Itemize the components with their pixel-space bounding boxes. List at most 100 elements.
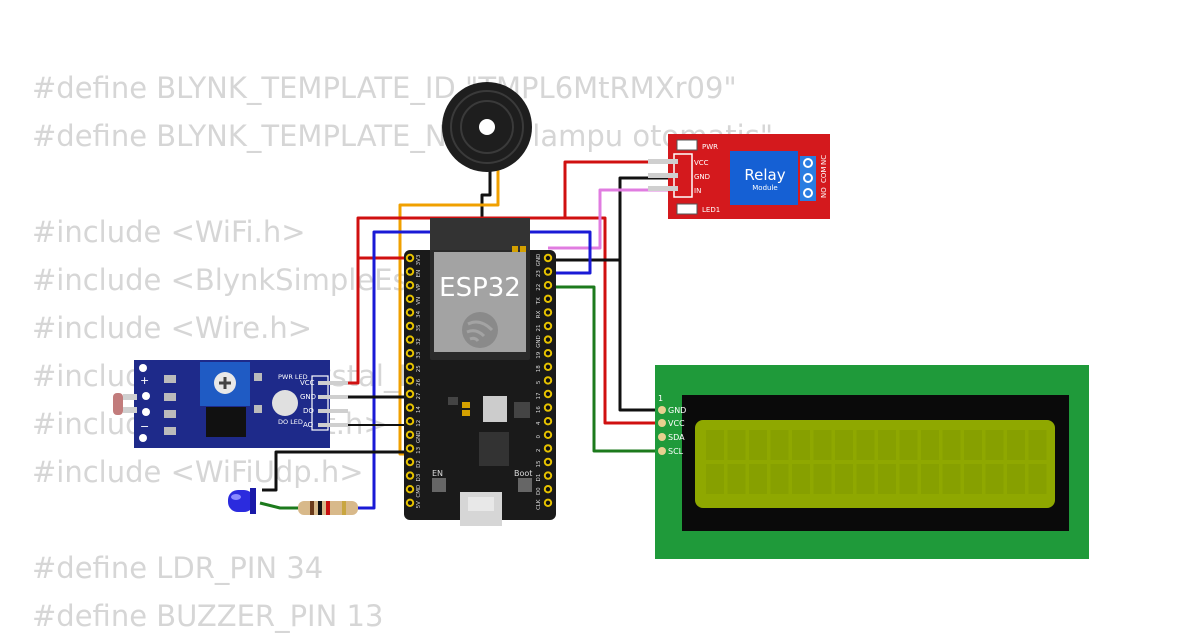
esp32-pin-label: 23	[536, 270, 542, 277]
relay-pin-in-label: IN	[694, 187, 701, 195]
relay-pwr-led	[676, 139, 698, 151]
esp32-pin-label: 27	[416, 392, 422, 399]
esp32-pin[interactable]	[543, 376, 553, 385]
lcd-pin-sda-label: SDA	[668, 433, 685, 442]
esp32-pin[interactable]	[543, 444, 553, 453]
esp32-pin-label: 2	[536, 449, 542, 453]
wire-3v3-relay-vcc[interactable]	[356, 160, 672, 260]
esp32-pin-label: CLK	[536, 499, 542, 510]
esp32-pin[interactable]	[543, 389, 553, 399]
esp32-pin[interactable]	[405, 471, 415, 480]
lcd-cell	[921, 430, 939, 460]
wire-lcd-vcc[interactable]	[565, 216, 660, 425]
esp32-pin-label: 3V3	[416, 254, 422, 265]
esp32-pin[interactable]	[543, 253, 553, 263]
ldr-pwr-led-label: PWR LED	[278, 373, 308, 381]
esp32-pin[interactable]	[405, 389, 415, 399]
esp32-pin[interactable]	[405, 321, 415, 331]
wire-relay-gnd[interactable]	[548, 176, 672, 262]
lcd-character-grid	[706, 430, 1047, 494]
wire-relay-in[interactable]	[548, 188, 672, 250]
esp32-pin[interactable]	[405, 430, 415, 439]
boot-label: Boot	[514, 469, 532, 478]
esp32-pin[interactable]	[543, 430, 553, 439]
lcd-pin-one-label: 1	[658, 394, 663, 403]
lcd-cell	[770, 464, 789, 494]
lcd-cell	[942, 430, 961, 460]
esp32-pin[interactable]	[405, 485, 415, 494]
esp32-pin[interactable]	[543, 267, 553, 276]
wire-lcd-scl[interactable]	[548, 285, 660, 453]
esp32-pin[interactable]	[543, 308, 553, 317]
esp32-pin[interactable]	[405, 253, 415, 263]
ldr-sensor-module[interactable]: + − PWR LED DO LED VCC GND DO AO	[113, 360, 348, 448]
esp32-pin[interactable]	[405, 294, 415, 303]
ldr-pin-gnd-label: GND	[300, 393, 316, 401]
en-button[interactable]	[432, 478, 446, 492]
ldr-minus-label: −	[140, 420, 149, 433]
esp32-pin-label: TX	[536, 297, 542, 305]
esp32-pin[interactable]	[405, 308, 415, 317]
ldr-plus-label: +	[140, 374, 149, 387]
esp32-pin-label: 22	[536, 284, 542, 291]
lcd-cell	[835, 430, 853, 460]
buzzer[interactable]	[442, 82, 532, 172]
wire-led-gnd[interactable]	[262, 450, 410, 492]
lcd-cell	[792, 430, 810, 460]
esp32-pin-label: 19	[536, 351, 542, 358]
wire-buzzer-signal[interactable]	[398, 150, 500, 456]
resistor[interactable]	[298, 501, 358, 515]
esp32-pin[interactable]	[543, 349, 553, 358]
esp32-pin[interactable]	[405, 349, 415, 358]
esp32-pin[interactable]	[405, 376, 415, 385]
lcd-cell	[878, 430, 896, 460]
boot-button[interactable]	[518, 478, 532, 492]
esp32-pin[interactable]	[405, 281, 415, 290]
usb-uart-chip	[479, 432, 509, 466]
esp32-pin[interactable]	[405, 498, 415, 507]
esp32-pin[interactable]	[543, 335, 553, 344]
wire-lcd-gnd[interactable]	[618, 260, 660, 412]
ldr-do-led-label: DO LED	[278, 418, 303, 426]
esp32-pin-label: CMD	[416, 485, 422, 498]
lcd-cell	[1007, 464, 1025, 494]
blue-led[interactable]	[228, 488, 256, 514]
esp32-pin[interactable]	[405, 362, 415, 371]
esp32-pin[interactable]	[543, 321, 553, 331]
esp32-pin-label: D1	[536, 474, 542, 482]
esp32-left-pin-header: 3V3ENVPVN343532332526271412GND13D2D3CMD5…	[405, 253, 422, 508]
esp32-pin[interactable]	[543, 498, 553, 507]
ldr-pwr-led	[272, 390, 298, 416]
esp32-pin-label: 4	[536, 421, 542, 425]
esp32-pin[interactable]	[543, 485, 553, 494]
esp32-pin-label: 18	[536, 365, 542, 372]
wire-ldr-vcc[interactable]	[330, 258, 360, 385]
esp32-pin[interactable]	[405, 457, 415, 467]
ldr-pin-do-label: DO	[303, 407, 314, 415]
esp32-pin[interactable]	[405, 267, 415, 276]
esp32-pin-label: 26	[416, 378, 422, 385]
lcd-cell	[942, 464, 961, 494]
code-line: #define BUZZER_PIN 13	[32, 599, 384, 633]
code-line: #define BLYNK_TEMPLATE_ID "TMPL6MtRMXr09…	[32, 71, 737, 105]
esp32-pin[interactable]	[543, 362, 553, 371]
esp32-board[interactable]: ESP32 EN Boot 3V3ENVPVN34353233252627141…	[404, 218, 556, 526]
lcd-cell	[985, 464, 1004, 494]
esp32-pin[interactable]	[543, 294, 553, 303]
esp32-pin[interactable]	[405, 335, 415, 344]
esp32-pin-label: D0	[536, 487, 542, 495]
wire-led-resistor[interactable]	[259, 501, 300, 510]
esp32-pin[interactable]	[405, 403, 415, 412]
esp32-pin[interactable]	[543, 281, 553, 290]
ldr-comparator-chip	[206, 407, 246, 437]
esp32-pin[interactable]	[543, 457, 553, 467]
lcd-1602-i2c[interactable]: 1 GND VCC SDA SCL	[655, 365, 1089, 559]
esp32-pin[interactable]	[405, 444, 415, 453]
lcd-cell	[878, 464, 896, 494]
esp32-pin[interactable]	[543, 417, 553, 426]
esp32-pin[interactable]	[543, 471, 553, 480]
relay-module[interactable]: PWR LED1 VCC GND IN Relay Module NO COM …	[648, 134, 830, 219]
esp32-pin[interactable]	[543, 403, 553, 412]
esp32-pin[interactable]	[405, 417, 415, 426]
